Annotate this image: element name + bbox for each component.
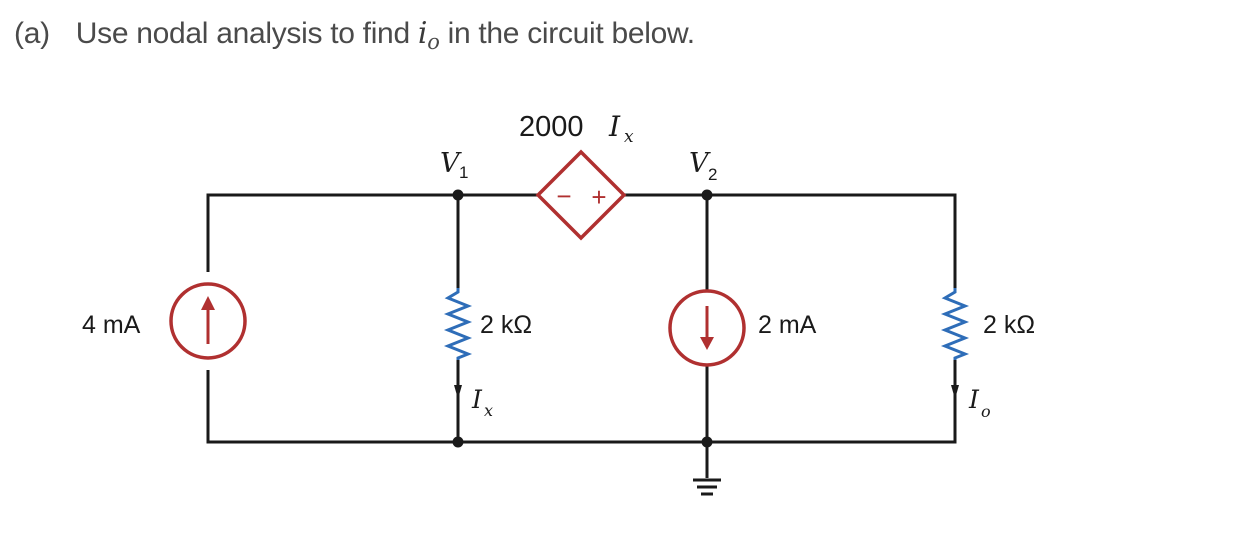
node-v1-label: V bbox=[440, 148, 462, 179]
question-variable-subscript: o bbox=[427, 30, 440, 54]
node-dot-v2 bbox=[701, 189, 713, 201]
dependent-source-variable: I bbox=[608, 110, 621, 143]
current-io-subscript: o bbox=[981, 402, 991, 421]
arrow-down-icon bbox=[700, 337, 714, 350]
ground-icon bbox=[693, 478, 721, 496]
node-dot-bottom-right bbox=[701, 436, 713, 448]
plus-sign: + bbox=[591, 182, 606, 212]
wires bbox=[206, 193, 957, 478]
current-ix-subscript: x bbox=[484, 401, 493, 420]
resistor-middle bbox=[443, 288, 473, 360]
wire-top-left bbox=[206, 193, 538, 272]
question-text: (a) Use nodal analysis to find io in the … bbox=[14, 16, 695, 54]
current-source-left bbox=[169, 282, 247, 360]
question-tail: in the circuit below. bbox=[447, 17, 695, 50]
resistor-middle-value: 2 kΩ bbox=[480, 311, 532, 339]
wire-bottom bbox=[206, 360, 957, 444]
dependent-source-coefficient: 2000 bbox=[519, 111, 584, 143]
source-right-value: 2 mA bbox=[758, 311, 817, 339]
current-source-right bbox=[668, 289, 746, 367]
wire-top-right bbox=[624, 193, 957, 288]
source-left-value: 4 mA bbox=[82, 311, 141, 339]
resistor-right-value: 2 kΩ bbox=[983, 311, 1035, 339]
dependent-source-variable-subscript: x bbox=[624, 127, 634, 147]
current-io-label: I bbox=[968, 385, 980, 414]
question-variable: i bbox=[417, 16, 428, 51]
resistor-right bbox=[940, 288, 970, 360]
current-arrow-ix-icon bbox=[454, 385, 462, 399]
node-dot-bottom-mid bbox=[452, 436, 464, 448]
question-body: Use nodal analysis to find bbox=[75, 17, 410, 50]
current-arrow-io-icon bbox=[951, 385, 959, 399]
minus-sign: − bbox=[556, 181, 571, 211]
node-dot-v1 bbox=[452, 189, 464, 201]
node-v1-subscript: 1 bbox=[459, 163, 468, 182]
question-prefix: (a) bbox=[14, 17, 50, 50]
arrow-up-icon bbox=[201, 296, 215, 310]
dependent-voltage-source: − + bbox=[535, 149, 627, 241]
current-ix-label: I bbox=[471, 385, 483, 414]
node-v2-subscript: 2 bbox=[708, 165, 717, 184]
node-v2-label: V bbox=[689, 148, 711, 179]
